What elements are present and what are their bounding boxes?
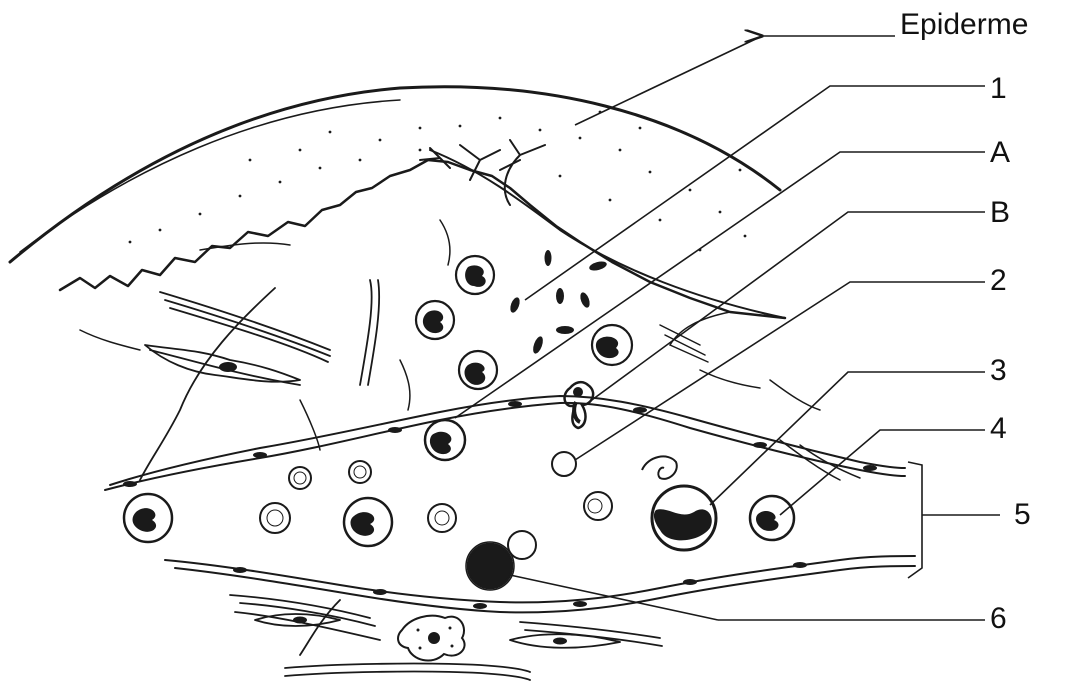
label-3: 3 [990,354,1007,387]
epidermis [10,87,785,318]
label-2: 2 [990,264,1007,297]
leader-lines [455,36,1000,620]
label-A: A [990,136,1010,169]
labels: Epiderme 1 A B 2 3 4 5 6 [900,8,1031,635]
neutrophils-dermis [416,256,632,389]
label-5: 5 [1014,498,1031,531]
label-1: 1 [990,72,1007,105]
label-B: B [990,196,1010,229]
vessel-lumen-cells [124,420,794,590]
vessel-upper-wall [105,396,905,490]
vessel-lower-wall [165,556,915,612]
label-4: 4 [990,412,1007,445]
label-epiderme: Epiderme [900,8,1028,41]
label-6: 6 [990,602,1007,635]
